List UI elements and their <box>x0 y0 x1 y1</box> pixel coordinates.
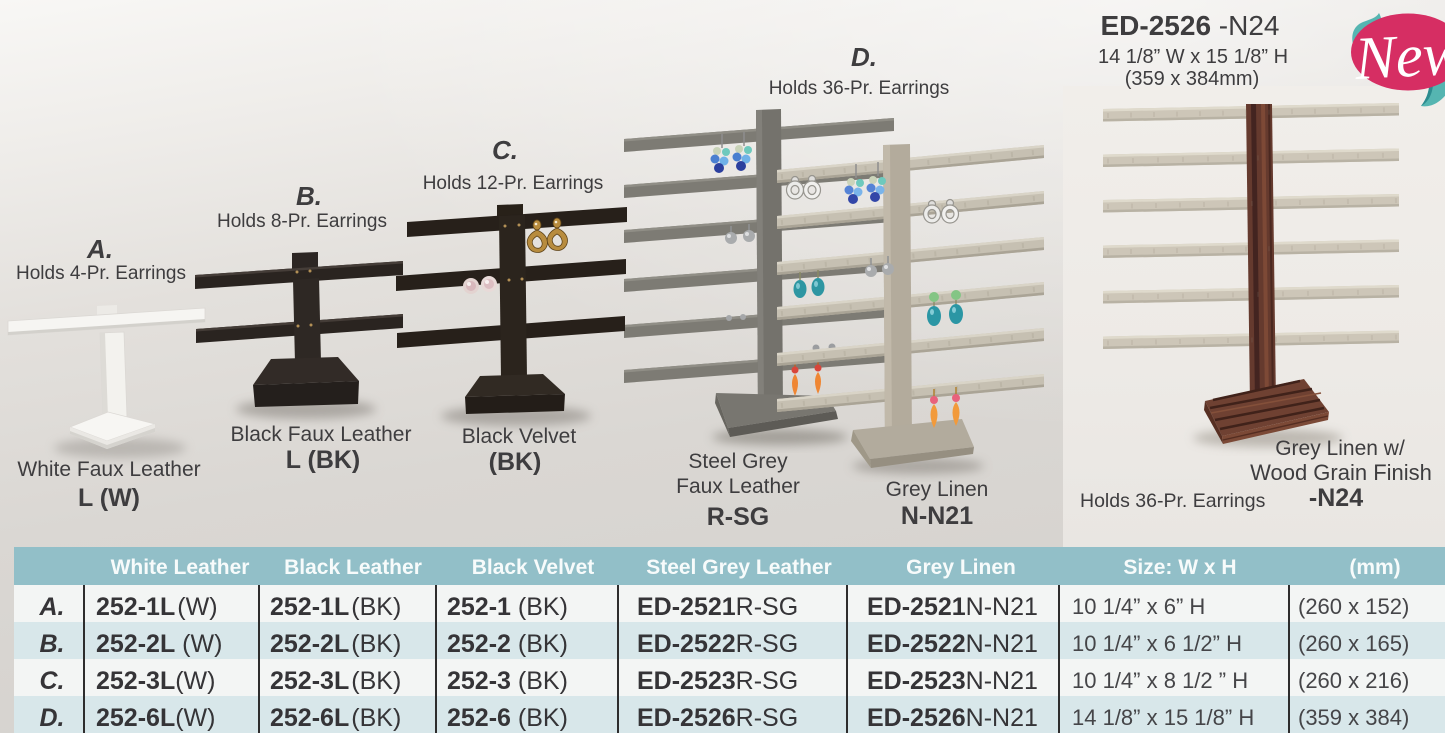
svg-text:New: New <box>1352 20 1445 93</box>
